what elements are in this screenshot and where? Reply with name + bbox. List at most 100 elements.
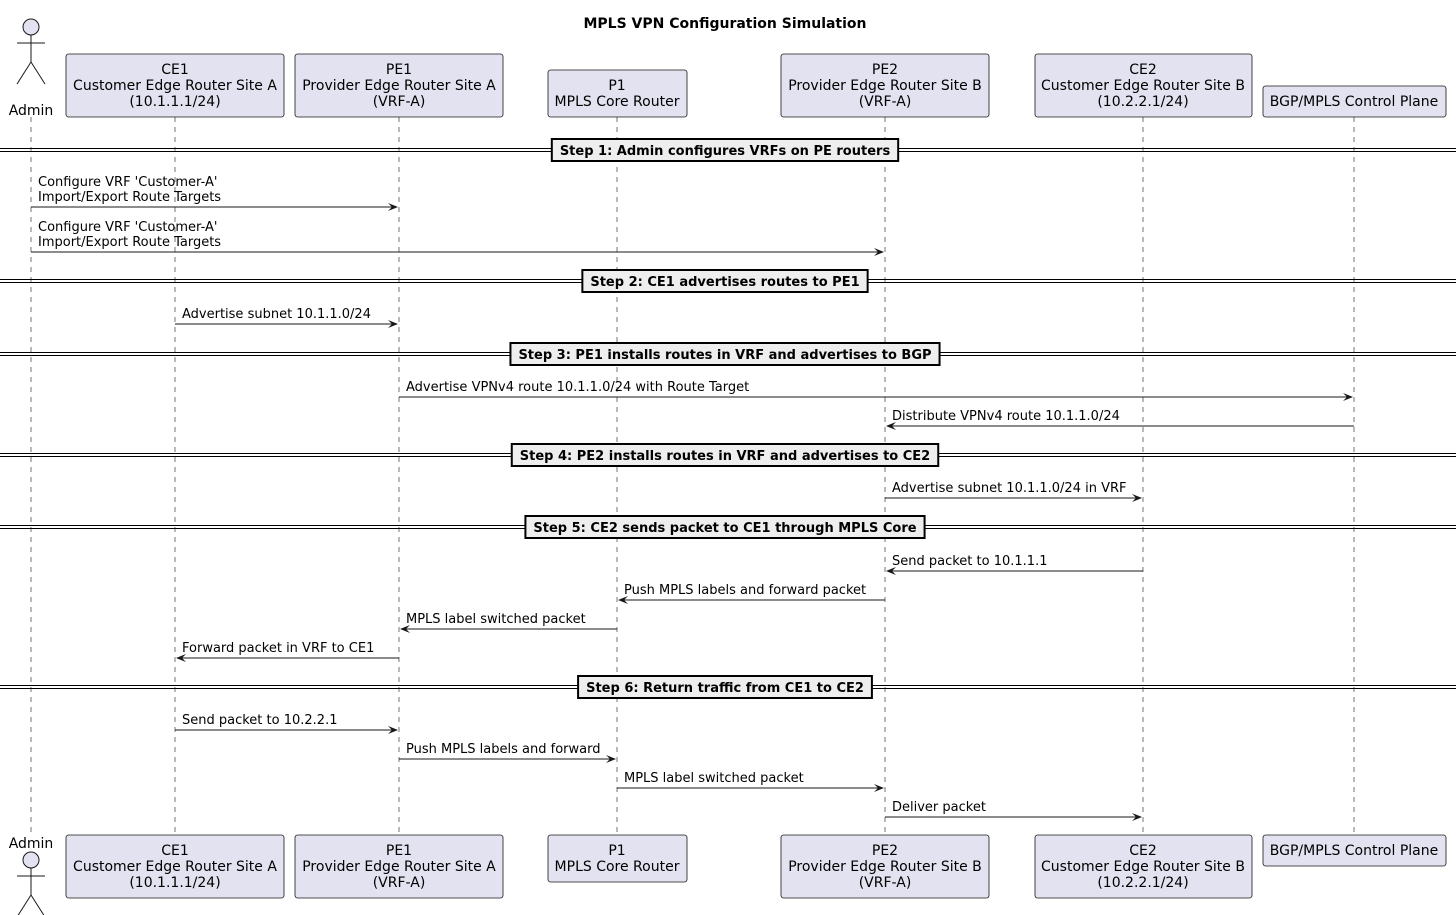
participant-label: Provider Edge Router Site A <box>302 78 496 94</box>
message-label: Configure VRF 'Customer-A' <box>38 175 217 190</box>
step-divider-label: Step 1: Admin configures VRFs on PE rout… <box>560 144 891 159</box>
message-pe1-to-ce1: Forward packet in VRF to CE1 <box>176 641 399 662</box>
participant-label: PE1 <box>386 843 412 859</box>
message-p1-to-pe1: MPLS label switched packet <box>400 612 617 633</box>
step-divider-label: Step 2: CE1 advertises routes to PE1 <box>590 275 859 290</box>
step-divider-label: Step 6: Return traffic from CE1 to CE2 <box>586 681 864 696</box>
participant-box <box>780 53 990 118</box>
step-divider: Step 5: CE2 sends packet to CE1 through … <box>0 515 1456 539</box>
message-label: MPLS label switched packet <box>406 612 586 627</box>
actor-top-figure-icon <box>16 18 46 85</box>
participant-label: Provider Edge Router Site B <box>788 78 982 94</box>
participant-label: Admin <box>9 836 54 852</box>
participant-box <box>294 834 504 899</box>
message-label: Push MPLS labels and forward <box>406 742 600 757</box>
step-divider: Step 6: Return traffic from CE1 to CE2 <box>0 675 1456 699</box>
step-divider-label: Step 5: CE2 sends packet to CE1 through … <box>533 521 916 536</box>
arrowhead-icon <box>388 203 398 211</box>
arrowhead-icon <box>606 755 616 763</box>
participant-label: PE1 <box>386 62 412 78</box>
message-label: Advertise subnet 10.1.1.0/24 <box>182 307 371 322</box>
arrowhead-icon <box>1132 494 1142 502</box>
step-divider: Step 2: CE1 advertises routes to PE1 <box>0 269 1456 293</box>
arrowhead-icon <box>176 654 186 662</box>
participant-label: (VRF-A) <box>373 875 426 891</box>
actor-bottom-figure-icon <box>17 851 45 915</box>
participant-label: Customer Edge Router Site B <box>1041 859 1245 875</box>
message-pe1-to-p1: Push MPLS labels and forward <box>399 742 616 763</box>
participant-box <box>65 834 285 899</box>
message-ce2-to-pe2: Send packet to 10.1.1.1 <box>886 554 1143 575</box>
message-label: Distribute VPNv4 route 10.1.1.0/24 <box>892 409 1120 424</box>
step-divider-label: Step 4: PE2 installs routes in VRF and a… <box>520 449 930 464</box>
participant-label: CE1 <box>161 843 189 859</box>
message-label: Advertise VPNv4 route 10.1.1.0/24 with R… <box>406 380 749 395</box>
message-bgp-to-pe2: Distribute VPNv4 route 10.1.1.0/24 <box>886 409 1354 430</box>
participant-label: MPLS Core Router <box>555 859 680 875</box>
arrowhead-icon <box>1132 813 1142 821</box>
participant-label: PE2 <box>872 62 898 78</box>
participant-label: (10.1.1.1/24) <box>129 875 220 891</box>
participant-label: (10.1.1.1/24) <box>129 94 220 110</box>
participant-label: Provider Edge Router Site B <box>788 859 982 875</box>
message-admin-to-pe2: Configure VRF 'Customer-A'Import/Export … <box>31 220 884 256</box>
participant-label: (VRF-A) <box>859 94 912 110</box>
arrowhead-icon <box>886 422 896 430</box>
message-label: Import/Export Route Targets <box>38 190 221 205</box>
message-label: Send packet to 10.1.1.1 <box>892 554 1047 569</box>
participant-label: MPLS Core Router <box>555 94 680 110</box>
participant-label: (10.2.2.1/24) <box>1097 94 1188 110</box>
participant-box <box>65 53 285 118</box>
message-p1-to-pe2: MPLS label switched packet <box>617 771 884 792</box>
message-label: Advertise subnet 10.1.1.0/24 in VRF <box>892 481 1127 496</box>
message-label: Deliver packet <box>892 800 986 815</box>
participant-bgp-top: BGP/MPLS Control Plane <box>1262 85 1447 118</box>
arrowhead-icon <box>618 596 628 604</box>
message-pe2-to-p1: Push MPLS labels and forward packet <box>618 583 885 604</box>
participant-box <box>294 53 504 118</box>
participant-label: BGP/MPLS Control Plane <box>1270 843 1438 859</box>
participant-label: CE2 <box>1129 62 1157 78</box>
participant-label: PE2 <box>872 843 898 859</box>
message-ce1-to-pe1: Advertise subnet 10.1.1.0/24 <box>175 307 398 328</box>
message-label: MPLS label switched packet <box>624 771 804 786</box>
participant-bgp-bottom: BGP/MPLS Control Plane <box>1262 834 1447 867</box>
participant-admin-bottom: Admin <box>9 836 54 915</box>
message-pe1-to-bgp: Advertise VPNv4 route 10.1.1.0/24 with R… <box>399 380 1353 401</box>
participant-label: CE2 <box>1129 843 1157 859</box>
message-pe2-to-ce2: Advertise subnet 10.1.1.0/24 in VRF <box>885 481 1142 502</box>
participant-label: Customer Edge Router Site A <box>73 78 277 94</box>
participant-box <box>1034 834 1253 899</box>
participant-label: (VRF-A) <box>859 875 912 891</box>
participant-box <box>1262 834 1447 867</box>
participant-label: Customer Edge Router Site B <box>1041 78 1245 94</box>
message-pe2-to-ce2: Deliver packet <box>885 800 1142 821</box>
message-label: Send packet to 10.2.2.1 <box>182 713 337 728</box>
participant-box <box>1034 53 1253 118</box>
events: Step 1: Admin configures VRFs on PE rout… <box>0 138 1456 821</box>
arrowhead-icon <box>400 625 410 633</box>
message-ce1-to-pe1: Send packet to 10.2.2.1 <box>175 713 398 734</box>
arrowhead-icon <box>874 248 884 256</box>
participant-label: P1 <box>608 78 625 94</box>
arrowhead-icon <box>886 567 896 575</box>
arrowhead-icon <box>1343 393 1353 401</box>
participant-label: (VRF-A) <box>373 94 426 110</box>
participant-box <box>547 834 688 883</box>
diagram-title: MPLS VPN Configuration Simulation <box>583 16 866 32</box>
participant-label: CE1 <box>161 62 189 78</box>
step-divider-label: Step 3: PE1 installs routes in VRF and a… <box>518 348 931 363</box>
participant-label: Provider Edge Router Site A <box>302 859 496 875</box>
arrowhead-icon <box>388 726 398 734</box>
arrowhead-icon <box>874 784 884 792</box>
participant-box <box>547 69 688 118</box>
